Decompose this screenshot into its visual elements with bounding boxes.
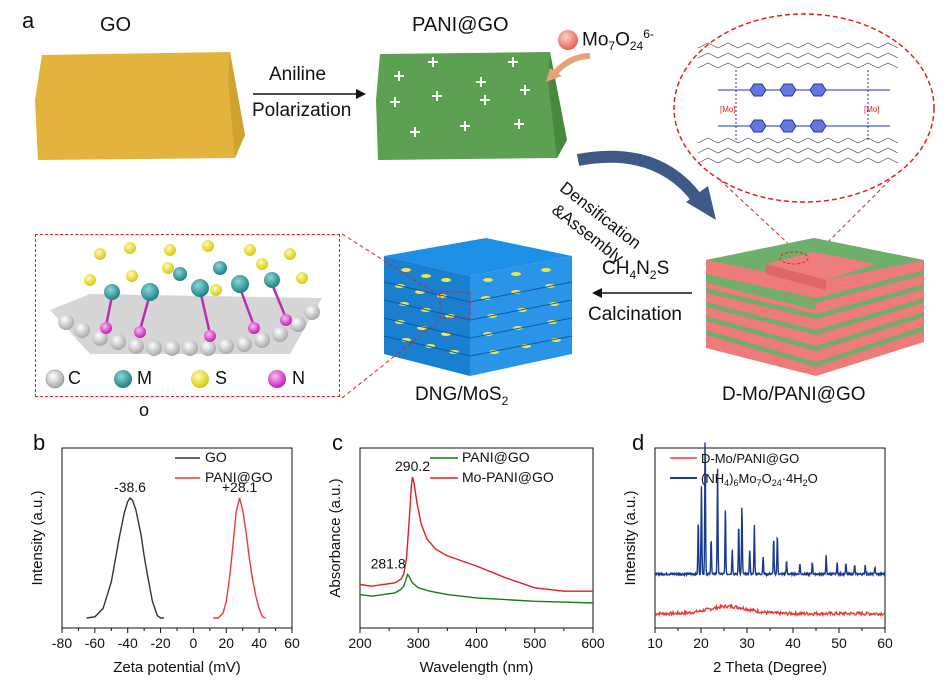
- peak-label: 290.2: [395, 458, 430, 474]
- x-axis-label: Wavelength (nm): [420, 659, 534, 676]
- dng-label: DNG/MoS2: [415, 384, 509, 408]
- mo-ion-icon: [558, 30, 578, 50]
- atomic-structure: [50, 240, 322, 356]
- legend-mo-label: M: [137, 368, 152, 388]
- panel-label-a: a: [22, 8, 35, 33]
- x-tick-label: 20: [693, 635, 709, 651]
- panel-label-b: b: [33, 430, 46, 455]
- y-axis-label: Intensity (a.u.): [622, 490, 639, 585]
- x-tick-label: 500: [523, 635, 547, 651]
- panel-label-c: c: [332, 430, 343, 455]
- x-tick-label: 30: [739, 635, 755, 651]
- y-axis-label: Absorbance (a.u.): [327, 478, 344, 597]
- x-tick-label: 600: [581, 635, 605, 651]
- x-tick-label: -60: [85, 635, 105, 651]
- peak-label: +28.1: [222, 479, 258, 495]
- step3-line1: CH4N2S: [602, 258, 670, 282]
- go-sheet: [35, 52, 245, 160]
- dmo-stack: [706, 238, 924, 376]
- legend-n-label: N: [292, 368, 305, 388]
- mo-n-bonds: [104, 283, 288, 335]
- panel-label-d: d: [632, 430, 645, 455]
- densification-arrow: [576, 150, 716, 220]
- dng-mos2-stack: [383, 238, 573, 376]
- x-axis-label: 2 Theta (Degree): [713, 659, 827, 676]
- x-tick-label: 50: [831, 635, 847, 651]
- legend-mo-icon: [114, 370, 132, 388]
- zoom-connector: [341, 233, 441, 399]
- x-tick-label: 40: [251, 635, 267, 651]
- series-line-go: [86, 496, 164, 619]
- pani-go-label: PANI@GO: [412, 14, 509, 36]
- x-axis-label: Zeta potential (mV): [113, 659, 241, 676]
- legend-label: PANI@GO: [205, 469, 273, 485]
- s-atoms: [84, 240, 308, 296]
- series-line-ammonium-molybdate: [654, 442, 886, 578]
- x-tick-label: -80: [52, 635, 72, 651]
- series-line-pani-go: [213, 497, 266, 619]
- mo-atoms: [104, 261, 280, 301]
- peak-label: -38.6: [114, 479, 146, 495]
- carbon-layer: [50, 294, 322, 356]
- chart-xrd: 10 20 30 40 50 60 2 Theta (Degree) Intensity (a…: [622, 442, 893, 676]
- x-tick-label: -40: [118, 635, 138, 651]
- atomic-zoom-box: [35, 234, 340, 397]
- y-axis-label: Intensity (a.u.): [29, 490, 46, 585]
- legend-c-icon: [45, 369, 65, 389]
- mo-tag-right: [Mo]: [864, 105, 880, 114]
- mo-ion-label: Mo7O246-: [582, 27, 654, 54]
- series-line-mo-pani-go: [359, 476, 593, 592]
- x-tick-label: 10: [647, 635, 663, 651]
- x-tick-label: 60: [284, 635, 300, 651]
- arrow-calcination: [592, 288, 692, 298]
- legend-label: D-Mo/PANI@GO: [701, 451, 799, 466]
- dmo-layers: [706, 238, 924, 376]
- dmo-label: D-Mo/PANI@GO: [722, 384, 866, 405]
- step3-line2: Calcination: [588, 304, 682, 325]
- x-tick-label: 300: [407, 635, 431, 651]
- x-tick-label: 400: [465, 635, 489, 651]
- legend-label: GO: [205, 449, 227, 465]
- step1-line1: Aniline: [269, 64, 327, 85]
- series-line-pani-go: [359, 572, 594, 604]
- x-tick-label: 20: [218, 635, 234, 651]
- legend-s-icon: [191, 370, 209, 388]
- legend-s-label: S: [215, 368, 228, 388]
- arrow-polarization: [253, 89, 366, 99]
- x-tick-label: 40: [785, 635, 801, 651]
- plus-charges: [390, 57, 530, 137]
- inset-connector: [719, 179, 891, 251]
- molecular-inset: [Mo] [Mo]: [673, 13, 935, 203]
- graphene-structure: [697, 42, 899, 164]
- go-label: GO: [100, 14, 132, 36]
- x-tick-label: 60: [877, 635, 893, 651]
- mo-tag-left: [Mo]: [720, 105, 736, 114]
- x-tick-label: 0: [190, 635, 198, 651]
- pani-chains: [718, 70, 890, 140]
- legend-mo-label-o: o: [139, 400, 150, 420]
- step1-line2: Polarization: [252, 100, 352, 121]
- series-line-dmo-pani-go: [654, 603, 886, 618]
- legend-n-icon: [268, 370, 286, 388]
- go-sheet-shape: [35, 52, 245, 160]
- legend-label: Mo-PANI@GO: [462, 469, 554, 485]
- peak-label: 281.8: [371, 555, 406, 571]
- x-tick-label: -20: [150, 635, 170, 651]
- x-tick-label: 200: [348, 635, 372, 651]
- legend-label: (NH4)6Mo7O24·4H2O: [701, 471, 818, 488]
- mo-ion-arrow: [546, 53, 591, 82]
- legend-label: PANI@GO: [462, 449, 530, 465]
- nitrogen-atoms: [100, 314, 292, 342]
- dng-layers: [383, 238, 573, 376]
- legend-c-label: C: [68, 368, 81, 388]
